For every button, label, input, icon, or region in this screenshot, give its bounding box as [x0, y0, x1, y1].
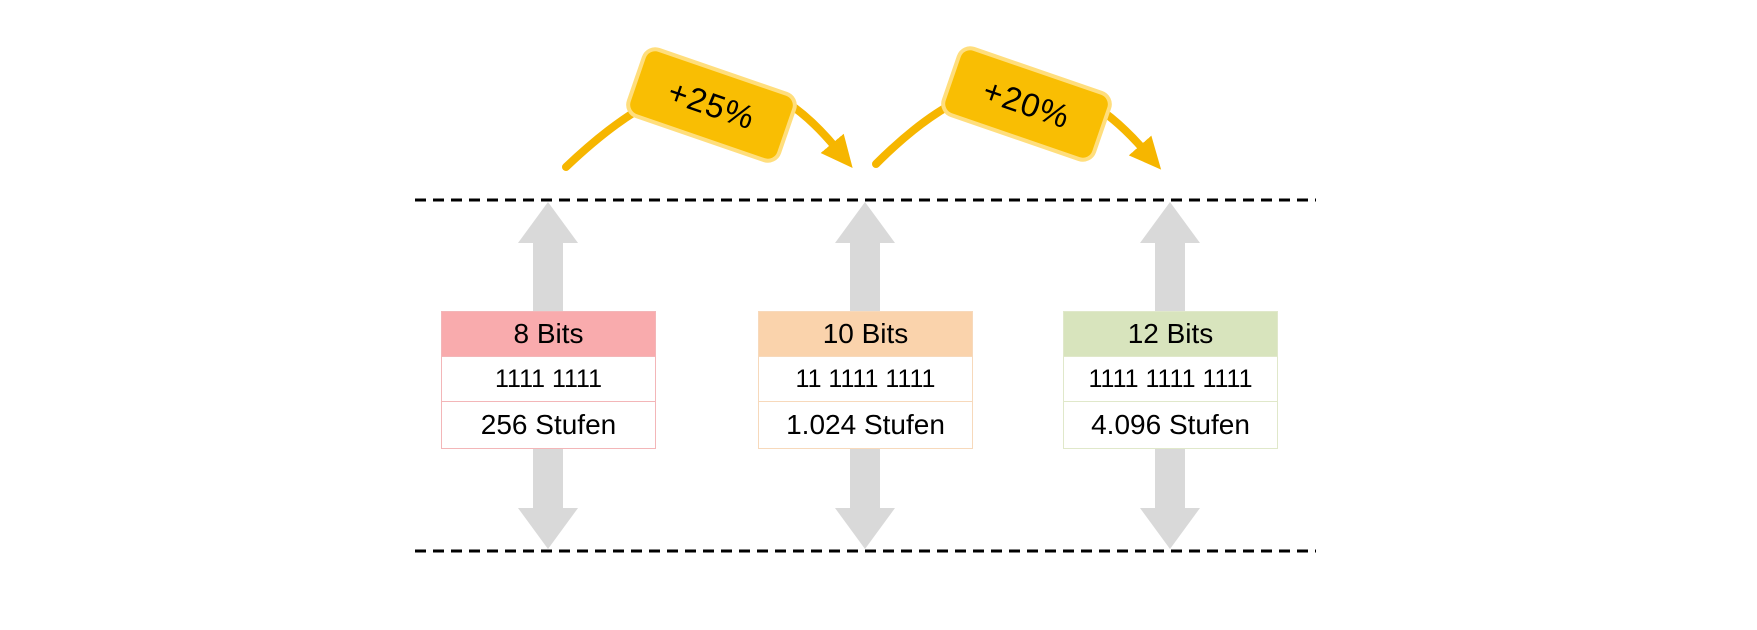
increase-badge-label: +20% — [978, 71, 1075, 136]
levels-value: 256 Stufen — [441, 402, 656, 449]
bit-depth-table-10bit: 10 Bits 11 1111 1111 1.024 Stufen — [758, 311, 973, 449]
bit-depth-table-12bit: 12 Bits 1111 1111 1111 4.096 Stufen — [1063, 311, 1278, 449]
binary-value: 11 1111 1111 — [758, 357, 973, 402]
bit-depth-title: 10 Bits — [758, 311, 973, 357]
bit-depth-title: 12 Bits — [1063, 311, 1278, 357]
increase-badge-label: +25% — [663, 72, 760, 137]
levels-value: 4.096 Stufen — [1063, 402, 1278, 449]
binary-value: 1111 1111 1111 — [1063, 357, 1278, 402]
levels-value: 1.024 Stufen — [758, 402, 973, 449]
bit-depth-table-8bit: 8 Bits 1111 1111 256 Stufen — [441, 311, 656, 449]
binary-value: 1111 1111 — [441, 357, 656, 402]
bit-depth-title: 8 Bits — [441, 311, 656, 357]
